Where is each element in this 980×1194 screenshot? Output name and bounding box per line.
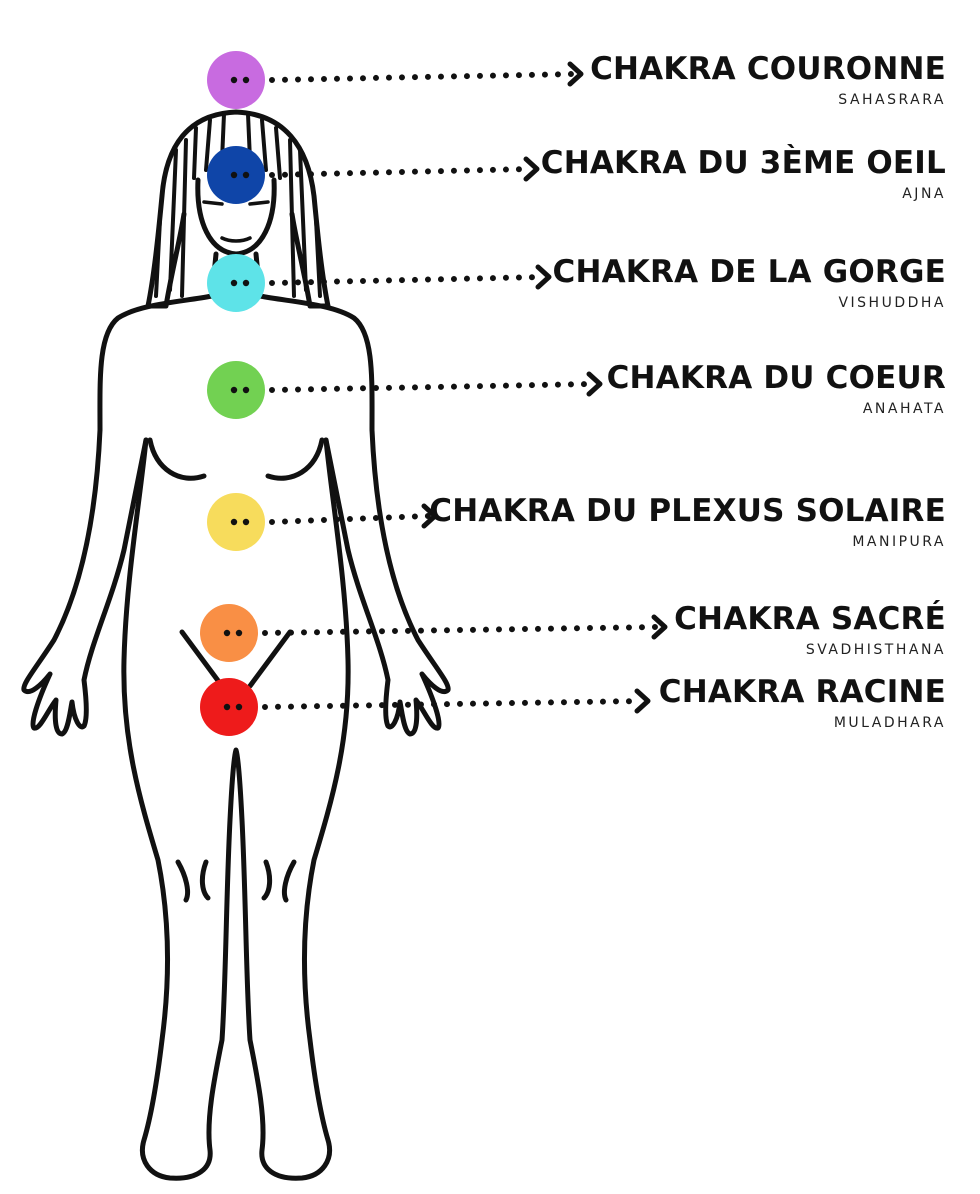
chakra-name: CHAKRA RACINE — [658, 674, 946, 710]
label-heart-chakra: CHAKRA DU COEUR ANAHATA — [606, 360, 946, 417]
label-crown-chakra: CHAKRA COURONNE SAHASRARA — [590, 51, 946, 108]
chakra-root — [200, 678, 651, 736]
chakra-name: CHAKRA SACRÉ — [674, 601, 946, 637]
label-solar-plexus-chakra: CHAKRA DU PLEXUS SOLAIRE MANIPURA — [429, 493, 946, 550]
chakra-name: CHAKRA DE LA GORGE — [552, 254, 946, 290]
connector-start-dot — [242, 386, 250, 394]
chakra-sanskrit: ANAHATA — [862, 401, 946, 417]
dotted-connector-heart — [269, 381, 596, 393]
legs-outline — [121, 437, 351, 1181]
arrow-head-icon — [535, 264, 552, 290]
arrow-head-icon — [523, 156, 540, 182]
connector-start-dot — [235, 703, 243, 711]
chakra-crown — [207, 51, 584, 109]
chakra-throat — [207, 254, 552, 312]
dotted-connector-solar-plexus — [269, 513, 431, 525]
chest-lines — [147, 437, 325, 481]
dotted-connector-sacral — [262, 624, 661, 636]
chakra-name: CHAKRA COURONNE — [590, 51, 946, 87]
chakra-name: CHAKRA DU COEUR — [606, 360, 946, 396]
arrow-head-icon — [567, 61, 584, 87]
connector-start-dot — [242, 171, 250, 179]
chakra-sanskrit: SVADHISTHANA — [805, 642, 946, 658]
arrow-head-icon — [651, 614, 668, 640]
dotted-connector-third-eye — [269, 166, 533, 178]
connector-start-dot — [235, 629, 243, 637]
face-eyes — [202, 200, 270, 206]
label-throat-chakra: CHAKRA DE LA GORGE VISHUDDHA — [552, 254, 947, 311]
connector-start-dot — [230, 279, 238, 287]
connector-start-dot — [230, 518, 238, 526]
chakra-markers — [200, 51, 668, 736]
connector-start-dot — [242, 279, 250, 287]
dotted-connector-throat — [269, 274, 545, 286]
connector-start-dot — [223, 629, 231, 637]
chakra-sanskrit: VISHUDDHA — [838, 295, 946, 311]
arrow-head-icon — [586, 371, 603, 397]
connector-start-dot — [242, 76, 250, 84]
connector-start-dot — [230, 386, 238, 394]
chakra-heart — [207, 361, 603, 419]
connector-start-dot — [230, 171, 238, 179]
torso-arms-outline — [21, 251, 451, 737]
hair-outline — [145, 109, 331, 309]
chakra-sanskrit: MANIPURA — [852, 534, 946, 550]
knee-marks — [175, 859, 297, 903]
chakra-sanskrit: AJNA — [902, 186, 946, 202]
label-root-chakra: CHAKRA RACINE MULADHARA — [658, 674, 946, 731]
chakra-third-eye — [207, 146, 540, 204]
arrow-head-icon — [421, 503, 438, 529]
dotted-connector-root — [262, 698, 644, 710]
connector-start-dot — [230, 76, 238, 84]
dotted-connector-crown — [269, 71, 577, 83]
label-sacral-chakra: CHAKRA SACRÉ SVADHISTHANA — [674, 601, 946, 658]
connector-start-dot — [242, 518, 250, 526]
label-third-eye-chakra: CHAKRA DU 3ÈME OEIL AJNA — [540, 145, 946, 202]
connector-start-dot — [223, 703, 231, 711]
chakra-sanskrit: SAHASRARA — [838, 92, 946, 108]
face-mouth — [220, 236, 252, 243]
chakra-name: CHAKRA DU PLEXUS SOLAIRE — [429, 493, 946, 529]
chakra-sanskrit: MULADHARA — [833, 715, 946, 731]
chakra-solar-plexus — [207, 493, 438, 551]
hair-strands — [154, 112, 322, 298]
arrow-head-icon — [634, 688, 651, 714]
chakra-name: CHAKRA DU 3ÈME OEIL — [540, 145, 946, 181]
chakra-sacral — [200, 604, 668, 662]
groin-lines — [179, 629, 293, 689]
